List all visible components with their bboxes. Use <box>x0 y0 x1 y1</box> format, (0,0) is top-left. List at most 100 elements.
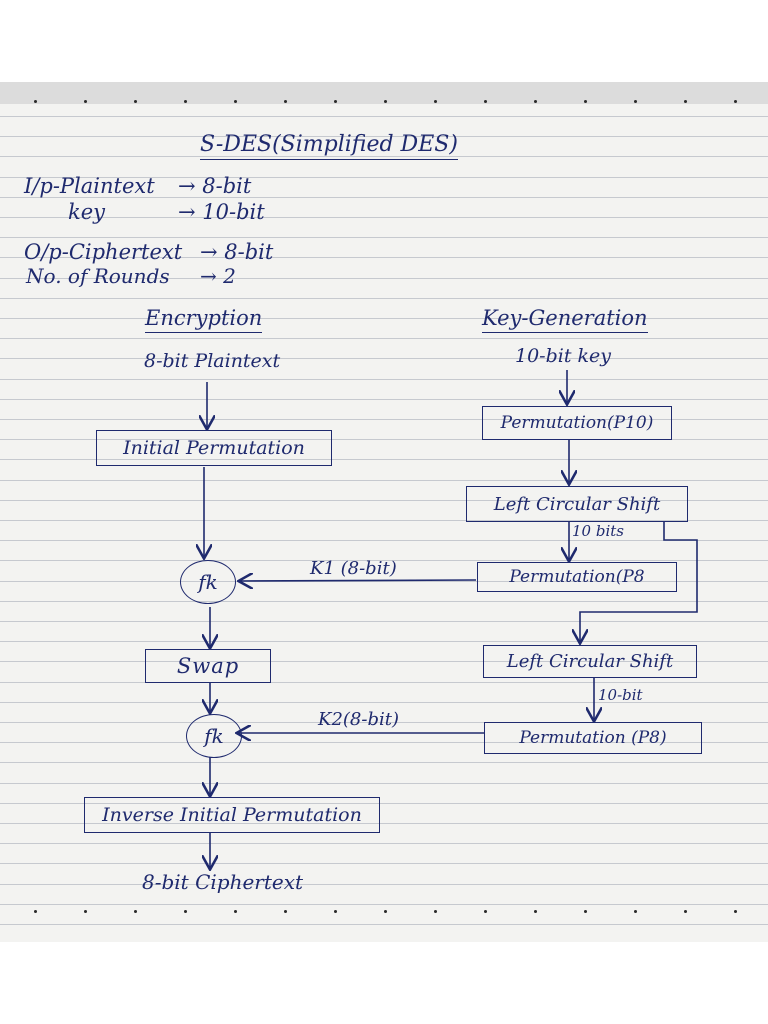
ruled-line <box>0 156 768 157</box>
key-value: → 10-bit <box>178 200 265 224</box>
margin-dot <box>484 910 487 913</box>
key-input: 10-bit key <box>515 345 612 367</box>
p8-box-1: Permutation(P8 <box>477 562 677 592</box>
input-value: → 8-bit <box>178 174 252 198</box>
ruled-line <box>0 823 768 824</box>
margin-dot <box>584 910 587 913</box>
swap-label: Swap <box>176 654 240 678</box>
p10-label: Permutation(P10) <box>500 413 654 433</box>
margin-dot <box>334 910 337 913</box>
bits-label-2: 10-bit <box>598 686 643 704</box>
ruled-line <box>0 338 768 339</box>
margin-dot <box>734 100 737 103</box>
margin-dot <box>84 910 87 913</box>
inverse-initial-permutation-box: Inverse Initial Permutation <box>84 797 380 833</box>
ruled-line <box>0 863 768 864</box>
key-label: key <box>68 200 106 224</box>
p10-box: Permutation(P10) <box>482 406 672 440</box>
margin-dot <box>584 100 587 103</box>
margin-dot <box>284 910 287 913</box>
margin-dot <box>334 100 337 103</box>
fk-round1-label: fk <box>198 570 218 594</box>
left-circular-shift-2-box: Left Circular Shift <box>483 645 697 678</box>
rounds-label: No. of Rounds <box>26 264 170 288</box>
margin-dot <box>134 910 137 913</box>
ruled-line <box>0 702 768 703</box>
ruled-line <box>0 136 768 137</box>
ruled-line <box>0 318 768 319</box>
encryption-heading: Encryption <box>145 306 263 333</box>
ruled-line <box>0 904 768 905</box>
ruled-line <box>0 641 768 642</box>
margin-dot <box>234 100 237 103</box>
ruled-line <box>0 298 768 299</box>
margin-dot <box>534 100 537 103</box>
ruled-line <box>0 762 768 763</box>
ruled-line <box>0 783 768 784</box>
page-title: S-DES(Simplified DES) <box>200 132 458 160</box>
notebook-page <box>0 82 768 942</box>
margin-dot <box>684 100 687 103</box>
margin-dot <box>434 100 437 103</box>
margin-dot <box>34 910 37 913</box>
initial-permutation-box: Initial Permutation <box>96 430 332 466</box>
ruled-line <box>0 843 768 844</box>
ruled-line <box>0 661 768 662</box>
ruled-line <box>0 399 768 400</box>
ruled-line <box>0 742 768 743</box>
margin-dot <box>634 100 637 103</box>
ruled-line <box>0 884 768 885</box>
input-label: I/p-Plaintext <box>24 174 155 198</box>
swap-box: Swap <box>145 649 271 683</box>
left-circular-shift-1-label: Left Circular Shift <box>493 493 661 515</box>
ruled-line <box>0 601 768 602</box>
ruled-line <box>0 682 768 683</box>
margin-dot <box>484 100 487 103</box>
rounds-value: → 2 <box>200 264 236 288</box>
ruled-line <box>0 540 768 541</box>
left-circular-shift-2-label: Left Circular Shift <box>506 651 674 672</box>
margin-dot <box>384 100 387 103</box>
margin-dot <box>134 100 137 103</box>
ruled-line <box>0 560 768 561</box>
fk-round2-label: fk <box>204 724 224 748</box>
ruled-line <box>0 257 768 258</box>
ruled-line <box>0 581 768 582</box>
margin-dot <box>384 910 387 913</box>
margin-dot <box>634 910 637 913</box>
arrow-k1 <box>240 580 477 581</box>
margin-dot <box>534 910 537 913</box>
arrow-lcs1-to-lcs2 <box>580 522 698 642</box>
margin-dot <box>684 910 687 913</box>
ruled-line <box>0 722 768 723</box>
margin-dot <box>34 100 37 103</box>
ruled-line <box>0 278 768 279</box>
p8-box-2: Permutation (P8) <box>484 722 702 754</box>
key-generation-heading: Key-Generation <box>482 306 648 333</box>
ruled-line <box>0 621 768 622</box>
ruled-line <box>0 924 768 925</box>
margin-dot <box>734 910 737 913</box>
fk-round1: fk <box>180 560 236 604</box>
ruled-line <box>0 177 768 178</box>
ruled-line <box>0 439 768 440</box>
ruled-line <box>0 803 768 804</box>
margin-dot <box>84 100 87 103</box>
margin-dot <box>184 910 187 913</box>
ruled-line <box>0 217 768 218</box>
margin-dot <box>184 100 187 103</box>
initial-permutation-label: Initial Permutation <box>123 437 305 459</box>
ruled-line <box>0 116 768 117</box>
ruled-line <box>0 197 768 198</box>
output-value: → 8-bit <box>200 240 274 264</box>
k1-label: K1 (8-bit) <box>310 558 397 579</box>
page-top-edge <box>0 82 768 104</box>
margin-dot <box>434 910 437 913</box>
ruled-line <box>0 500 768 501</box>
margin-dot <box>284 100 287 103</box>
fk-round2: fk <box>186 714 242 758</box>
ruled-line <box>0 237 768 238</box>
k2-label: K2(8-bit) <box>318 709 399 730</box>
ruled-line <box>0 358 768 359</box>
